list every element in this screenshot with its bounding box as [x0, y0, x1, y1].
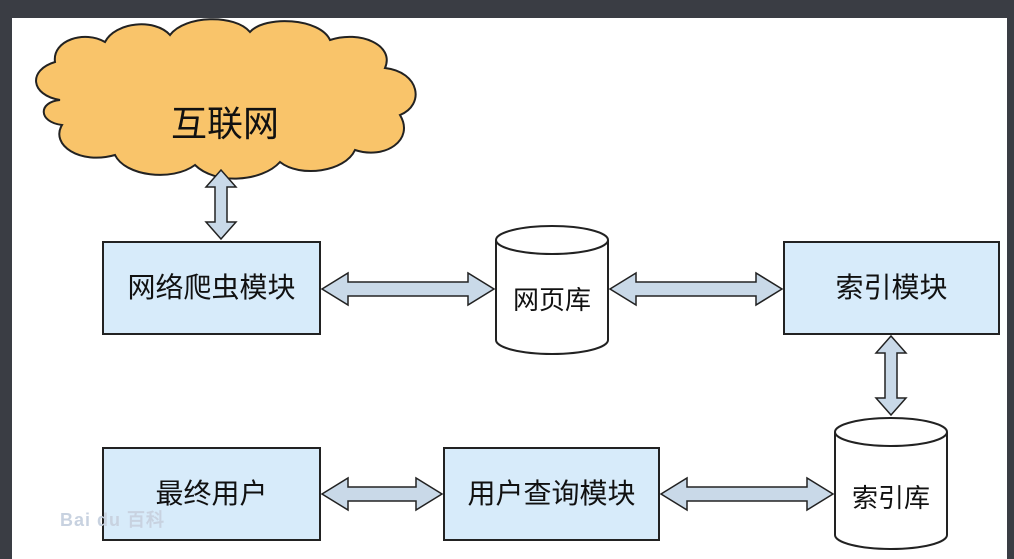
baidu-watermark: Bai du 百科 [60, 510, 166, 530]
end-user-box [102, 447, 321, 541]
arrow-enduser-query [320, 476, 444, 512]
index-db-cylinder [834, 417, 948, 550]
cloud-internet [35, 18, 417, 180]
arrow-indexer-indexdb [874, 334, 908, 417]
arrow-crawler-pagedb [320, 271, 496, 307]
crawler-box [102, 241, 321, 335]
indexer-label: 索引模块 [835, 271, 948, 304]
index-db-label: 索引库 [851, 484, 930, 514]
crawler-label: 网络爬虫模块 [127, 271, 296, 304]
page-db-label: 网页库 [512, 286, 591, 316]
page-db-cylinder [495, 225, 609, 355]
arrow-internet-crawler [204, 168, 238, 241]
arrow-query-indexdb [659, 476, 835, 512]
query-label: 用户查询模块 [467, 477, 636, 510]
end-user-label: 最终用户 [155, 477, 268, 510]
indexer-box [783, 241, 1000, 335]
internet-label: 互联网 [170, 104, 279, 145]
query-box [443, 447, 660, 541]
arrow-pagedb-indexer [608, 271, 784, 307]
